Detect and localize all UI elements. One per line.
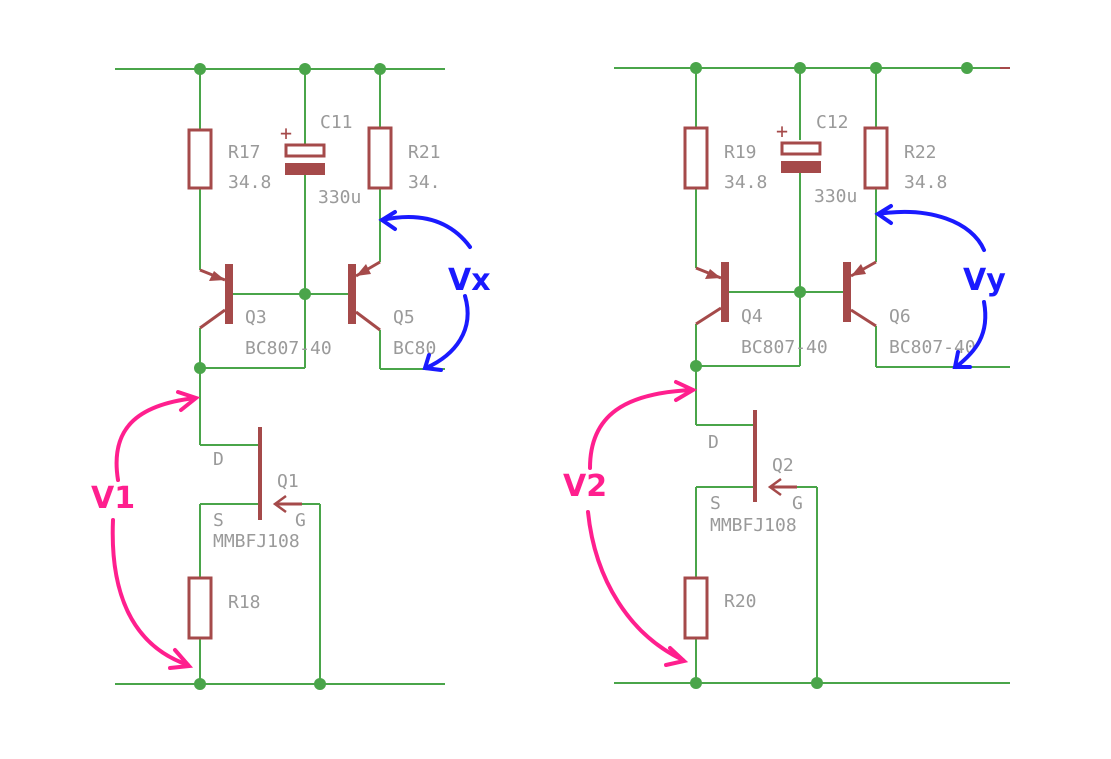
svg-text:C11: C11: [320, 112, 353, 133]
svg-text:MMBFJ108: MMBFJ108: [213, 531, 300, 552]
right-junctions: [690, 62, 973, 689]
svg-text:D: D: [708, 432, 719, 453]
svg-text:34.8: 34.8: [228, 172, 271, 193]
left-transistor-q-left: Q3 BC807-40: [199, 264, 332, 359]
right-annotation-v: V2: [563, 380, 698, 667]
svg-text:D: D: [213, 449, 224, 470]
svg-text:R17: R17: [228, 142, 261, 163]
svg-text:MMBFJ108: MMBFJ108: [710, 515, 797, 536]
right-transistor-q-right: Q6 BC807-40: [843, 260, 976, 358]
svg-text:R18: R18: [228, 592, 261, 613]
svg-text:34.8: 34.8: [904, 172, 947, 193]
left-jfet: Q1 D S G MMBFJ108: [213, 427, 306, 552]
svg-text:BC807-40: BC807-40: [245, 338, 332, 359]
svg-text:R22: R22: [904, 142, 937, 163]
svg-text:Q5: Q5: [393, 307, 415, 328]
left-resistor-top-right: R21 34.: [367, 126, 441, 193]
right-annotation-vxy: Vy: [874, 204, 1006, 369]
left-annotation-vxy: Vx: [378, 210, 491, 372]
svg-text:+: +: [776, 119, 788, 143]
left-capacitor: + C11 330u: [280, 112, 361, 208]
left-annotation-v: V1: [91, 390, 201, 670]
left-circuit: R17 34.8 + C11 330u R21 34. Q3 BC807-40: [91, 63, 491, 690]
svg-text:S: S: [710, 493, 721, 514]
svg-text:330u: 330u: [318, 187, 361, 208]
right-transistor-q-left: Q4 BC807-40: [695, 262, 828, 358]
right-wires: [614, 67, 1010, 684]
left-wires: [115, 68, 445, 685]
right-jfet: Q2 D S G MMBFJ108: [708, 410, 803, 536]
svg-text:Vy: Vy: [963, 263, 1006, 298]
svg-text:R20: R20: [724, 591, 757, 612]
left-junctions: [194, 63, 386, 690]
svg-text:+: +: [280, 121, 292, 145]
svg-text:V2: V2: [563, 469, 607, 504]
right-resistor-top-left: R19 34.8: [683, 126, 767, 193]
right-capacitor: + C12 330u: [776, 112, 857, 207]
svg-text:R21: R21: [408, 142, 441, 163]
svg-text:C12: C12: [816, 112, 849, 133]
left-resistor-bottom: R18: [187, 576, 261, 640]
svg-text:Q4: Q4: [741, 306, 763, 327]
svg-text:G: G: [295, 510, 306, 531]
left-transistor-q-right: Q5 BC80: [348, 260, 436, 359]
left-resistor-top-left: R17 34.8: [187, 128, 271, 193]
svg-text:BC80: BC80: [393, 338, 436, 359]
right-resistor-bottom: R20: [683, 576, 757, 640]
svg-text:Q1: Q1: [277, 471, 299, 492]
svg-text:Vx: Vx: [448, 263, 491, 298]
svg-text:G: G: [792, 493, 803, 514]
right-resistor-top-right: R22 34.8: [863, 126, 947, 193]
svg-text:34.: 34.: [408, 172, 441, 193]
svg-text:Q6: Q6: [889, 306, 911, 327]
right-circuit: R19 34.8 + C12 330u R22 34.8 Q4 BC807-40: [563, 62, 1010, 689]
svg-text:R19: R19: [724, 142, 757, 163]
svg-text:S: S: [213, 510, 224, 531]
svg-text:BC807-40: BC807-40: [889, 337, 976, 358]
svg-text:Q2: Q2: [772, 455, 794, 476]
svg-text:330u: 330u: [814, 186, 857, 207]
svg-text:V1: V1: [91, 481, 135, 516]
svg-text:BC807-40: BC807-40: [741, 337, 828, 358]
svg-text:34.8: 34.8: [724, 172, 767, 193]
svg-text:Q3: Q3: [245, 307, 267, 328]
